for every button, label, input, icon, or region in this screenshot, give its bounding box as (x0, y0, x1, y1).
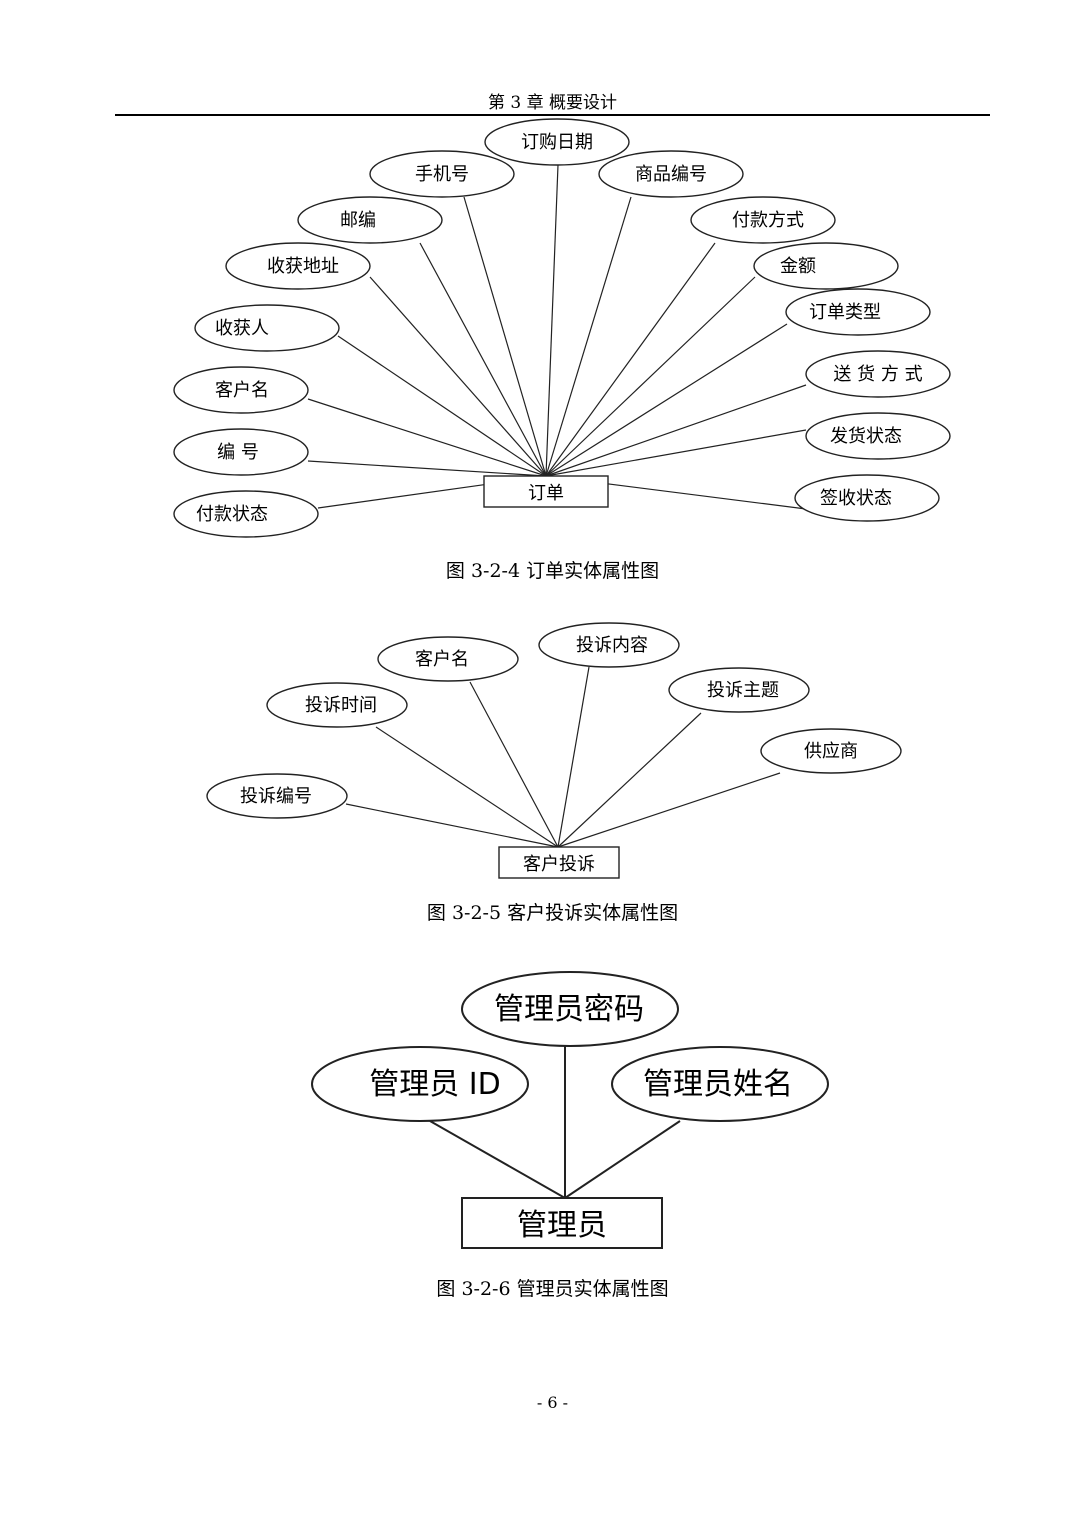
attribute-label: 投诉内容 (576, 635, 648, 656)
connector-line (345, 803, 559, 848)
attribute-ellipse (785, 288, 931, 336)
attribute-ellipse (461, 971, 679, 1047)
attribute-ellipse (484, 118, 630, 166)
complaint-er-diagram: 客户投诉 客户名 投诉内容 投诉时间 投诉主题 供应商 投诉编号 (206, 622, 902, 879)
attribute-label: 订购日期 (521, 132, 593, 153)
attribute-label: 收获人 (215, 318, 269, 339)
attribute-label: 收获地址 (267, 256, 339, 277)
connector-line (545, 429, 807, 477)
attribute-label: 金额 (780, 256, 816, 277)
page-header: 第 3 章 概要设计 (487, 93, 618, 113)
figure-caption: 图 3-2-5 客户投诉实体属性图 (426, 902, 679, 924)
attribute-label: 投诉主题 (707, 680, 779, 701)
connector-line (307, 398, 547, 477)
attribute-ellipse (369, 150, 515, 198)
attribute-label: 投诉时间 (305, 695, 377, 716)
attribute-ellipse (173, 366, 309, 414)
attribute-label: 发货状态 (830, 426, 902, 447)
connector-line (337, 335, 547, 477)
attribute-ellipse (173, 428, 309, 476)
attribute-ellipse (266, 682, 408, 728)
connector-line (545, 384, 807, 477)
connector-line (545, 276, 756, 477)
connector-line (545, 164, 559, 477)
connector-line (557, 666, 590, 848)
entity-label: 管理员 (517, 1208, 607, 1243)
attribute-label: 商品编号 (635, 164, 707, 185)
attribute-label: 订单类型 (809, 302, 881, 323)
connector-line (375, 726, 559, 848)
figure-caption: 图 3-2-4 订单实体属性图 (445, 560, 660, 582)
connector-line (369, 276, 547, 477)
connector-line (419, 242, 547, 477)
attribute-ellipse (794, 474, 940, 522)
attribute-label: 付款状态 (196, 504, 268, 525)
attribute-label: 签收状态 (820, 488, 892, 509)
attribute-label: 投诉编号 (240, 786, 312, 807)
entity-box (498, 846, 620, 879)
connector-line (557, 712, 702, 848)
attribute-ellipse (297, 196, 443, 244)
entity-label: 订单 (528, 483, 564, 504)
attribute-ellipse (225, 242, 371, 290)
connector-line (557, 772, 781, 848)
admin-er-diagram: 管理员 管理员密码 管理员 ID 管理员姓名 (311, 971, 829, 1249)
connector-line (545, 196, 632, 477)
attribute-label: 编 号 (217, 442, 259, 463)
attribute-label: 邮编 (340, 210, 376, 231)
connector-line (545, 242, 716, 477)
attribute-ellipse (611, 1046, 829, 1122)
order-er-diagram: 订单 订购日期 手机号 商品编号 邮编 付款方式 收获地址 金额 收获人 订单类… (173, 118, 951, 538)
connector-line (307, 460, 547, 477)
figure-caption: 图 3-2-6 管理员实体属性图 (436, 1278, 669, 1300)
attribute-label: 管理员密码 (494, 992, 644, 1027)
attribute-label: 管理员姓名 (643, 1067, 793, 1102)
attribute-label: 客户名 (415, 649, 469, 670)
attribute-ellipse (538, 622, 680, 668)
entity-box (461, 1197, 663, 1249)
attribute-ellipse (194, 304, 340, 352)
attribute-ellipse (690, 196, 836, 244)
attribute-ellipse (668, 667, 810, 713)
attribute-ellipse (760, 728, 902, 774)
attribute-label: 付款方式 (732, 210, 804, 231)
attribute-label: 手机号 (415, 164, 469, 185)
attribute-label: 管理员 ID (369, 1067, 500, 1102)
page-number: - 6 - (536, 1393, 569, 1412)
entity-box (483, 475, 609, 508)
attribute-ellipse (206, 773, 348, 819)
attribute-label: 供应商 (804, 741, 858, 762)
attribute-ellipse (805, 350, 951, 398)
attribute-label: 客户名 (215, 380, 269, 401)
attribute-ellipse (805, 412, 951, 460)
attribute-ellipse (598, 150, 744, 198)
connector-line (564, 1120, 681, 1199)
attribute-label: 送 货 方 式 (833, 364, 922, 385)
connector-line (463, 196, 547, 477)
header-rule (115, 114, 990, 116)
attribute-ellipse (173, 490, 319, 538)
connector-line (545, 323, 788, 477)
connector-line (469, 681, 559, 848)
attribute-ellipse (377, 636, 519, 682)
attribute-ellipse (311, 1046, 529, 1122)
entity-label: 客户投诉 (523, 854, 595, 875)
attribute-ellipse (753, 242, 899, 290)
connector-line (429, 1120, 566, 1199)
